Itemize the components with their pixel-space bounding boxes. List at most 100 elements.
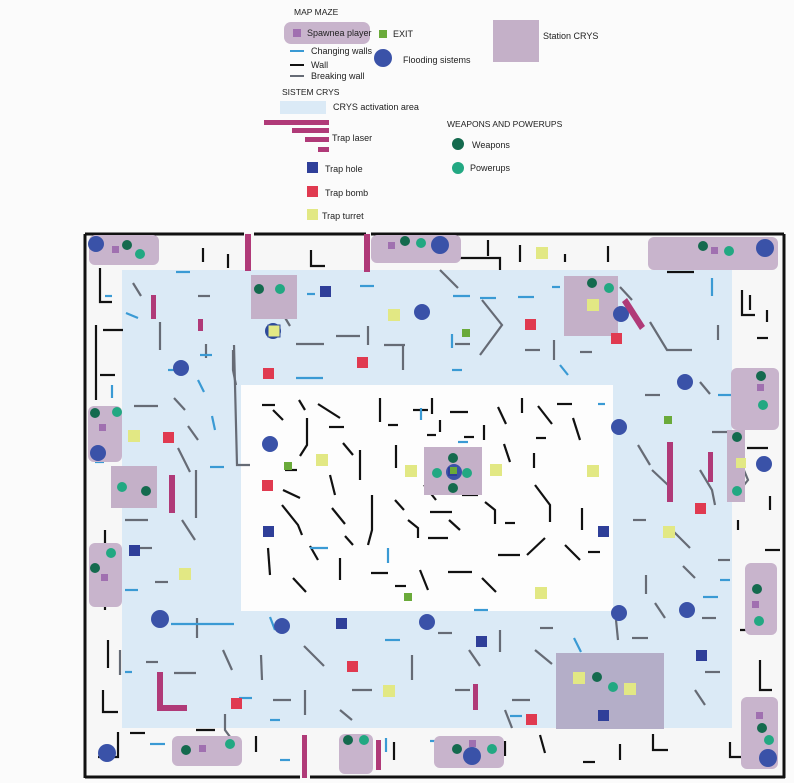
powerup [117,482,127,492]
powerup [732,486,742,496]
trap-bomb [231,698,242,709]
trap-bomb [263,368,274,379]
trap-bomb [525,319,536,330]
station-legend-label: Station CRYS [543,31,598,41]
trap-lasers [151,234,713,778]
trap-bomb-legend-icon [307,186,318,197]
trap-laser-legend-icon [264,120,329,152]
legend: MAP MAZE Spawnea player Changing walls W… [264,7,598,221]
flooding-system [613,306,629,322]
weapon [732,432,742,442]
maze-map [83,232,786,779]
changing-wall-legend-label: Changing walls [311,46,373,56]
trap-laser [622,298,645,330]
flooding-system [173,360,189,376]
trap-laser [245,234,251,271]
trap-turret [383,685,395,697]
powerup [754,616,764,626]
exit [404,593,412,601]
trap-hole [476,636,487,647]
trap-turret [128,430,140,442]
trap-hole [696,650,707,661]
flooding-system [677,374,693,390]
weapon [90,408,100,418]
crys-area-legend-label: CRYS activation area [333,102,419,112]
trap-turret [267,324,281,338]
exit-legend-icon [379,30,387,38]
spawn-legend-icon [293,29,301,37]
exit-legend-label: EXIT [393,29,414,39]
spawn-marker [112,246,119,253]
trap-turret [490,464,502,476]
trap-hole-legend-label: Trap hole [325,164,363,174]
powerup [724,246,734,256]
weapon [448,453,458,463]
legend-title: MAP MAZE [294,7,339,17]
spawn-zone [172,736,242,766]
trap-turret-legend-label: Trap turret [322,211,364,221]
trap-laser [667,442,673,502]
flooding-system [262,436,278,452]
weapon [452,744,462,754]
trap-laser [157,672,163,710]
weapon [122,240,132,250]
weapon [698,241,708,251]
flooding-system [274,618,290,634]
flooding-system [463,747,481,765]
trap-turret [573,672,585,684]
exits [284,329,672,601]
trap-laser-legend-label: Trap laser [332,133,372,143]
flooding-system [679,602,695,618]
weapon-legend-icon [452,138,464,150]
trap-turret [405,465,417,477]
powerup [225,739,235,749]
spawn-markers [99,242,764,752]
trap-laser [708,452,713,482]
trap-bomb [347,661,358,672]
trap-laser [364,234,370,272]
spawn-marker [99,424,106,431]
exit [284,462,292,470]
flooding-system [90,445,106,461]
trap-laser [151,295,156,319]
weapon [90,563,100,573]
trap-laser [169,475,175,513]
exit [664,416,672,424]
powerup [462,468,472,478]
trap-bomb [262,480,273,491]
flooding-system [756,456,772,472]
flooding-system [419,614,435,630]
powerups [106,238,774,754]
spawn-zone [745,563,777,635]
trap-bomb [357,357,368,368]
trap-laser [157,705,187,711]
flooding-system [151,610,169,628]
sistem-crys-title: SISTEM CRYS [282,87,340,97]
spawn-marker [388,242,395,249]
flooding-system [414,304,430,320]
flooding-system [756,239,774,257]
outer-walls [83,232,786,779]
powerup [604,283,614,293]
trap-hole [598,526,609,537]
flooding-system [611,419,627,435]
powerup [135,249,145,259]
trap-turret [663,526,675,538]
weapons [90,236,767,755]
crys-area-legend-icon [280,101,326,114]
trap-turret [736,458,746,468]
powerup [416,238,426,248]
station-legend-icon [493,20,539,62]
flooding-system [759,749,777,767]
wall-legend-label: Wall [311,60,328,70]
weapon [254,284,264,294]
spawn-marker [711,247,718,254]
trap-turret [624,683,636,695]
trap-bomb [611,333,622,344]
trap-hole [336,618,347,629]
trap-hole [263,526,274,537]
exit [450,467,457,474]
weapon [400,236,410,246]
trap-bomb-legend-label: Trap bomb [325,188,368,198]
trap-bomb [163,432,174,443]
